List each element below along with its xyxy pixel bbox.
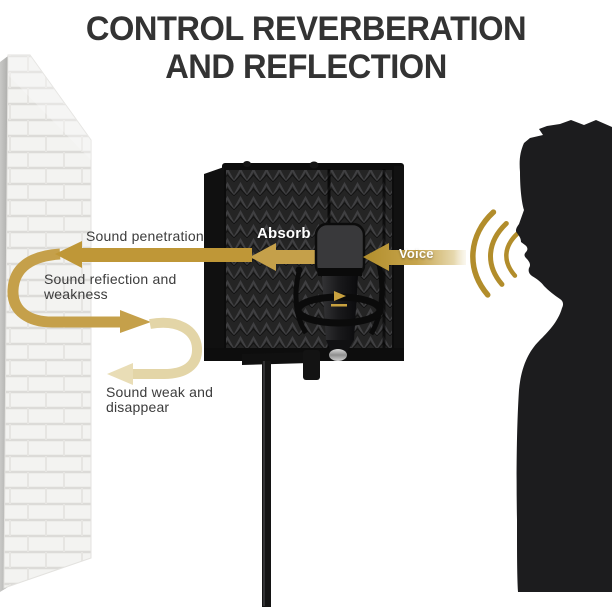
mic-stand — [242, 350, 320, 607]
sound-penetration-arrow-icon — [55, 241, 252, 268]
shield-knob — [309, 161, 319, 169]
label-absorb: Absorb — [257, 225, 311, 242]
title-line-2: AND REFLECTION — [165, 48, 447, 86]
sound-wave-icon — [470, 209, 520, 298]
condenser-microphone — [293, 222, 385, 361]
page-title: CONTROL REVERBERATION AND REFLECTION — [12, 10, 600, 86]
stand-knob — [303, 350, 320, 380]
shield-knob — [243, 161, 251, 167]
stand-clamp-bar — [242, 352, 310, 365]
label-voice: Voice — [399, 246, 434, 261]
label-sound-penetration: Sound penetration — [86, 228, 204, 244]
label-sound-reflection: Sound refiection and weakness — [44, 271, 177, 302]
mic-xlr-end — [329, 349, 347, 361]
shield-left-wing — [204, 167, 224, 360]
isolation-shield — [204, 161, 404, 361]
label-sound-weak: Sound weak and disappear — [106, 384, 214, 415]
sound-weak-arrow-icon — [107, 317, 202, 385]
sound-reflection-arrow-icon — [7, 248, 151, 333]
mic-body — [322, 276, 358, 340]
title-line-1: CONTROL REVERBERATION — [85, 10, 527, 48]
person-silhouette — [515, 120, 612, 592]
tonor-logo — [331, 291, 347, 307]
voice-arrow-icon — [363, 243, 466, 271]
stand-pole — [262, 361, 271, 607]
